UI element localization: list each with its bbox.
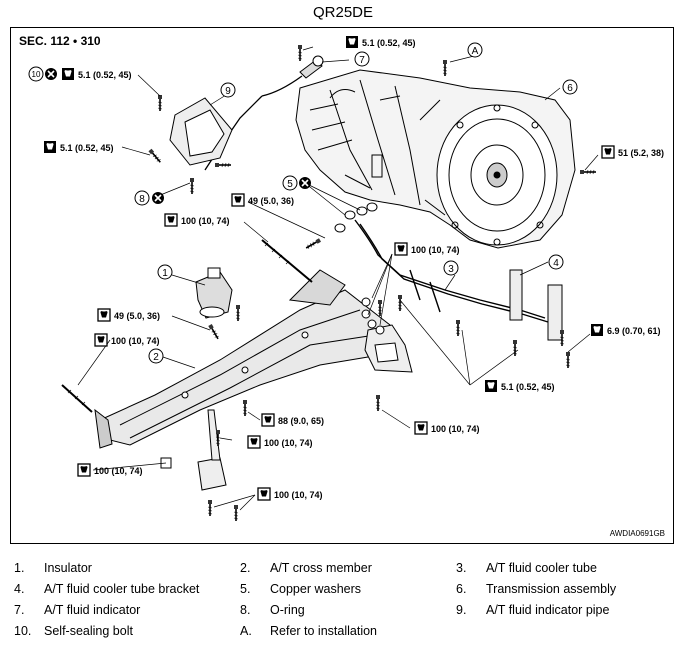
callout-9: 9 xyxy=(220,82,236,98)
svg-text:100 (10, 74): 100 (10, 74) xyxy=(181,216,230,226)
torque-label-15: 100 (10, 74) xyxy=(77,463,143,477)
svg-text:5: 5 xyxy=(287,179,293,190)
svg-text:2: 2 xyxy=(153,352,159,363)
svg-text:5.1 (0.52, 45): 5.1 (0.52, 45) xyxy=(78,70,132,80)
torque-label-10: 6.9 (0.70, 61) xyxy=(591,324,661,336)
svg-text:5.1 (0.52, 45): 5.1 (0.52, 45) xyxy=(60,143,114,153)
torque-label-2: 5.1 (0.52, 45) xyxy=(44,141,114,153)
rear-mount-bracket xyxy=(364,324,413,373)
long-bolts xyxy=(61,239,313,413)
svg-text:100 (10, 74): 100 (10, 74) xyxy=(94,466,143,476)
copper-washers xyxy=(334,202,378,233)
legend-item-4: 4.A/T fluid cooler tube bracket xyxy=(14,582,200,596)
svg-text:10: 10 xyxy=(32,70,41,79)
indicator-pipe-bracket xyxy=(169,97,233,166)
diagram-frame: SEC. 112 • 310 AWDIA0691GB xyxy=(10,27,674,544)
callout-1: 1 xyxy=(157,264,173,280)
svg-text:100 (10, 74): 100 (10, 74) xyxy=(111,336,160,346)
callout-a: A xyxy=(467,42,483,58)
callout-3: 3 xyxy=(443,260,459,276)
svg-text:88 (9.0, 65): 88 (9.0, 65) xyxy=(278,416,324,426)
figure-code: AWDIA0691GB xyxy=(609,529,665,538)
callout-5: 5 xyxy=(282,175,298,191)
svg-text:100 (10, 74): 100 (10, 74) xyxy=(264,438,313,448)
svg-text:100 (10, 74): 100 (10, 74) xyxy=(411,245,460,255)
fluid-cooler-tube xyxy=(354,219,549,323)
svg-text:A: A xyxy=(472,46,479,57)
svg-text:8: 8 xyxy=(139,194,145,205)
torque-label-16: 100 (10, 74) xyxy=(257,487,323,501)
torque-label-11: 5.1 (0.52, 45) xyxy=(485,380,555,392)
section-label: SEC. 112 • 310 xyxy=(19,34,101,48)
svg-text:49 (5.0, 36): 49 (5.0, 36) xyxy=(248,196,294,206)
torque-label-5: 49 (5.0, 36) xyxy=(231,193,294,207)
svg-text:51 (5.2, 38): 51 (5.2, 38) xyxy=(618,148,664,158)
svg-text:5.1 (0.52, 45): 5.1 (0.52, 45) xyxy=(362,38,416,48)
svg-text:100 (10, 74): 100 (10, 74) xyxy=(431,424,480,434)
svg-text:1: 1 xyxy=(162,268,168,279)
callout-10: 10 xyxy=(28,66,44,82)
torque-label-13: 100 (10, 74) xyxy=(414,421,480,435)
svg-text:5.1 (0.52, 45): 5.1 (0.52, 45) xyxy=(501,382,555,392)
transmission-assembly xyxy=(295,69,576,249)
legend-item-8: 8.O-ring xyxy=(240,603,305,617)
legend-item-10: 10.Self-sealing bolt xyxy=(14,624,133,638)
callout-4: 4 xyxy=(548,254,564,270)
torque-labels: 5.1 (0.52, 45) 5.1 (0.52, 45) 5.1 (0.52,… xyxy=(44,36,664,501)
callout-8: 8 xyxy=(134,190,150,206)
legend-item-9: 9.A/T fluid indicator pipe xyxy=(456,603,610,617)
callout-6: 6 xyxy=(562,79,578,95)
torque-label-6: 100 (10, 74) xyxy=(164,213,230,227)
insulator xyxy=(195,267,233,319)
torque-label-14: 100 (10, 74) xyxy=(247,435,313,449)
legend-item-7: 7.A/T fluid indicator xyxy=(14,603,141,617)
legend-item-5: 5.Copper washers xyxy=(240,582,362,596)
torque-label-7: 100 (10, 74) xyxy=(394,242,460,256)
torque-label-9: 100 (10, 74) xyxy=(94,333,160,347)
legend-item-3: 3.A/T fluid cooler tube xyxy=(456,561,597,575)
svg-text:9: 9 xyxy=(225,86,231,97)
svg-text:100 (10, 74): 100 (10, 74) xyxy=(274,490,323,500)
svg-text:49 (5.0, 36): 49 (5.0, 36) xyxy=(114,311,160,321)
page-title: QR25DE xyxy=(312,4,374,21)
torque-label-1: 5.1 (0.52, 45) xyxy=(62,68,132,80)
callout-2: 2 xyxy=(148,348,164,364)
svg-text:6.9 (0.70, 61): 6.9 (0.70, 61) xyxy=(607,326,661,336)
legend-item-a: A.Refer to installation xyxy=(240,624,378,638)
svg-text:7: 7 xyxy=(359,55,365,66)
callout-7: 7 xyxy=(354,51,370,67)
torque-label-3: 5.1 (0.52, 45) xyxy=(346,36,416,48)
torque-label-12: 88 (9.0, 65) xyxy=(261,413,324,427)
legend-item-6: 6.Transmission assembly xyxy=(456,582,617,596)
cross-member xyxy=(94,269,401,449)
svg-text:3: 3 xyxy=(448,264,454,275)
legend-item-1: 1.Insulator xyxy=(14,561,92,575)
torque-label-4: 51 (5.2, 38) xyxy=(601,145,664,159)
svg-text:6: 6 xyxy=(567,83,573,94)
callouts: 1 2 3 4 5 6 7 8 9 10 A xyxy=(28,42,578,364)
lower-bracket xyxy=(197,409,227,491)
legend-item-2: 2.A/T cross member xyxy=(240,561,372,575)
leader-lines xyxy=(77,46,599,511)
torque-label-8: 49 (5.0, 36) xyxy=(97,308,160,322)
cooler-tube-bracket xyxy=(509,269,563,341)
svg-text:4: 4 xyxy=(553,258,559,269)
